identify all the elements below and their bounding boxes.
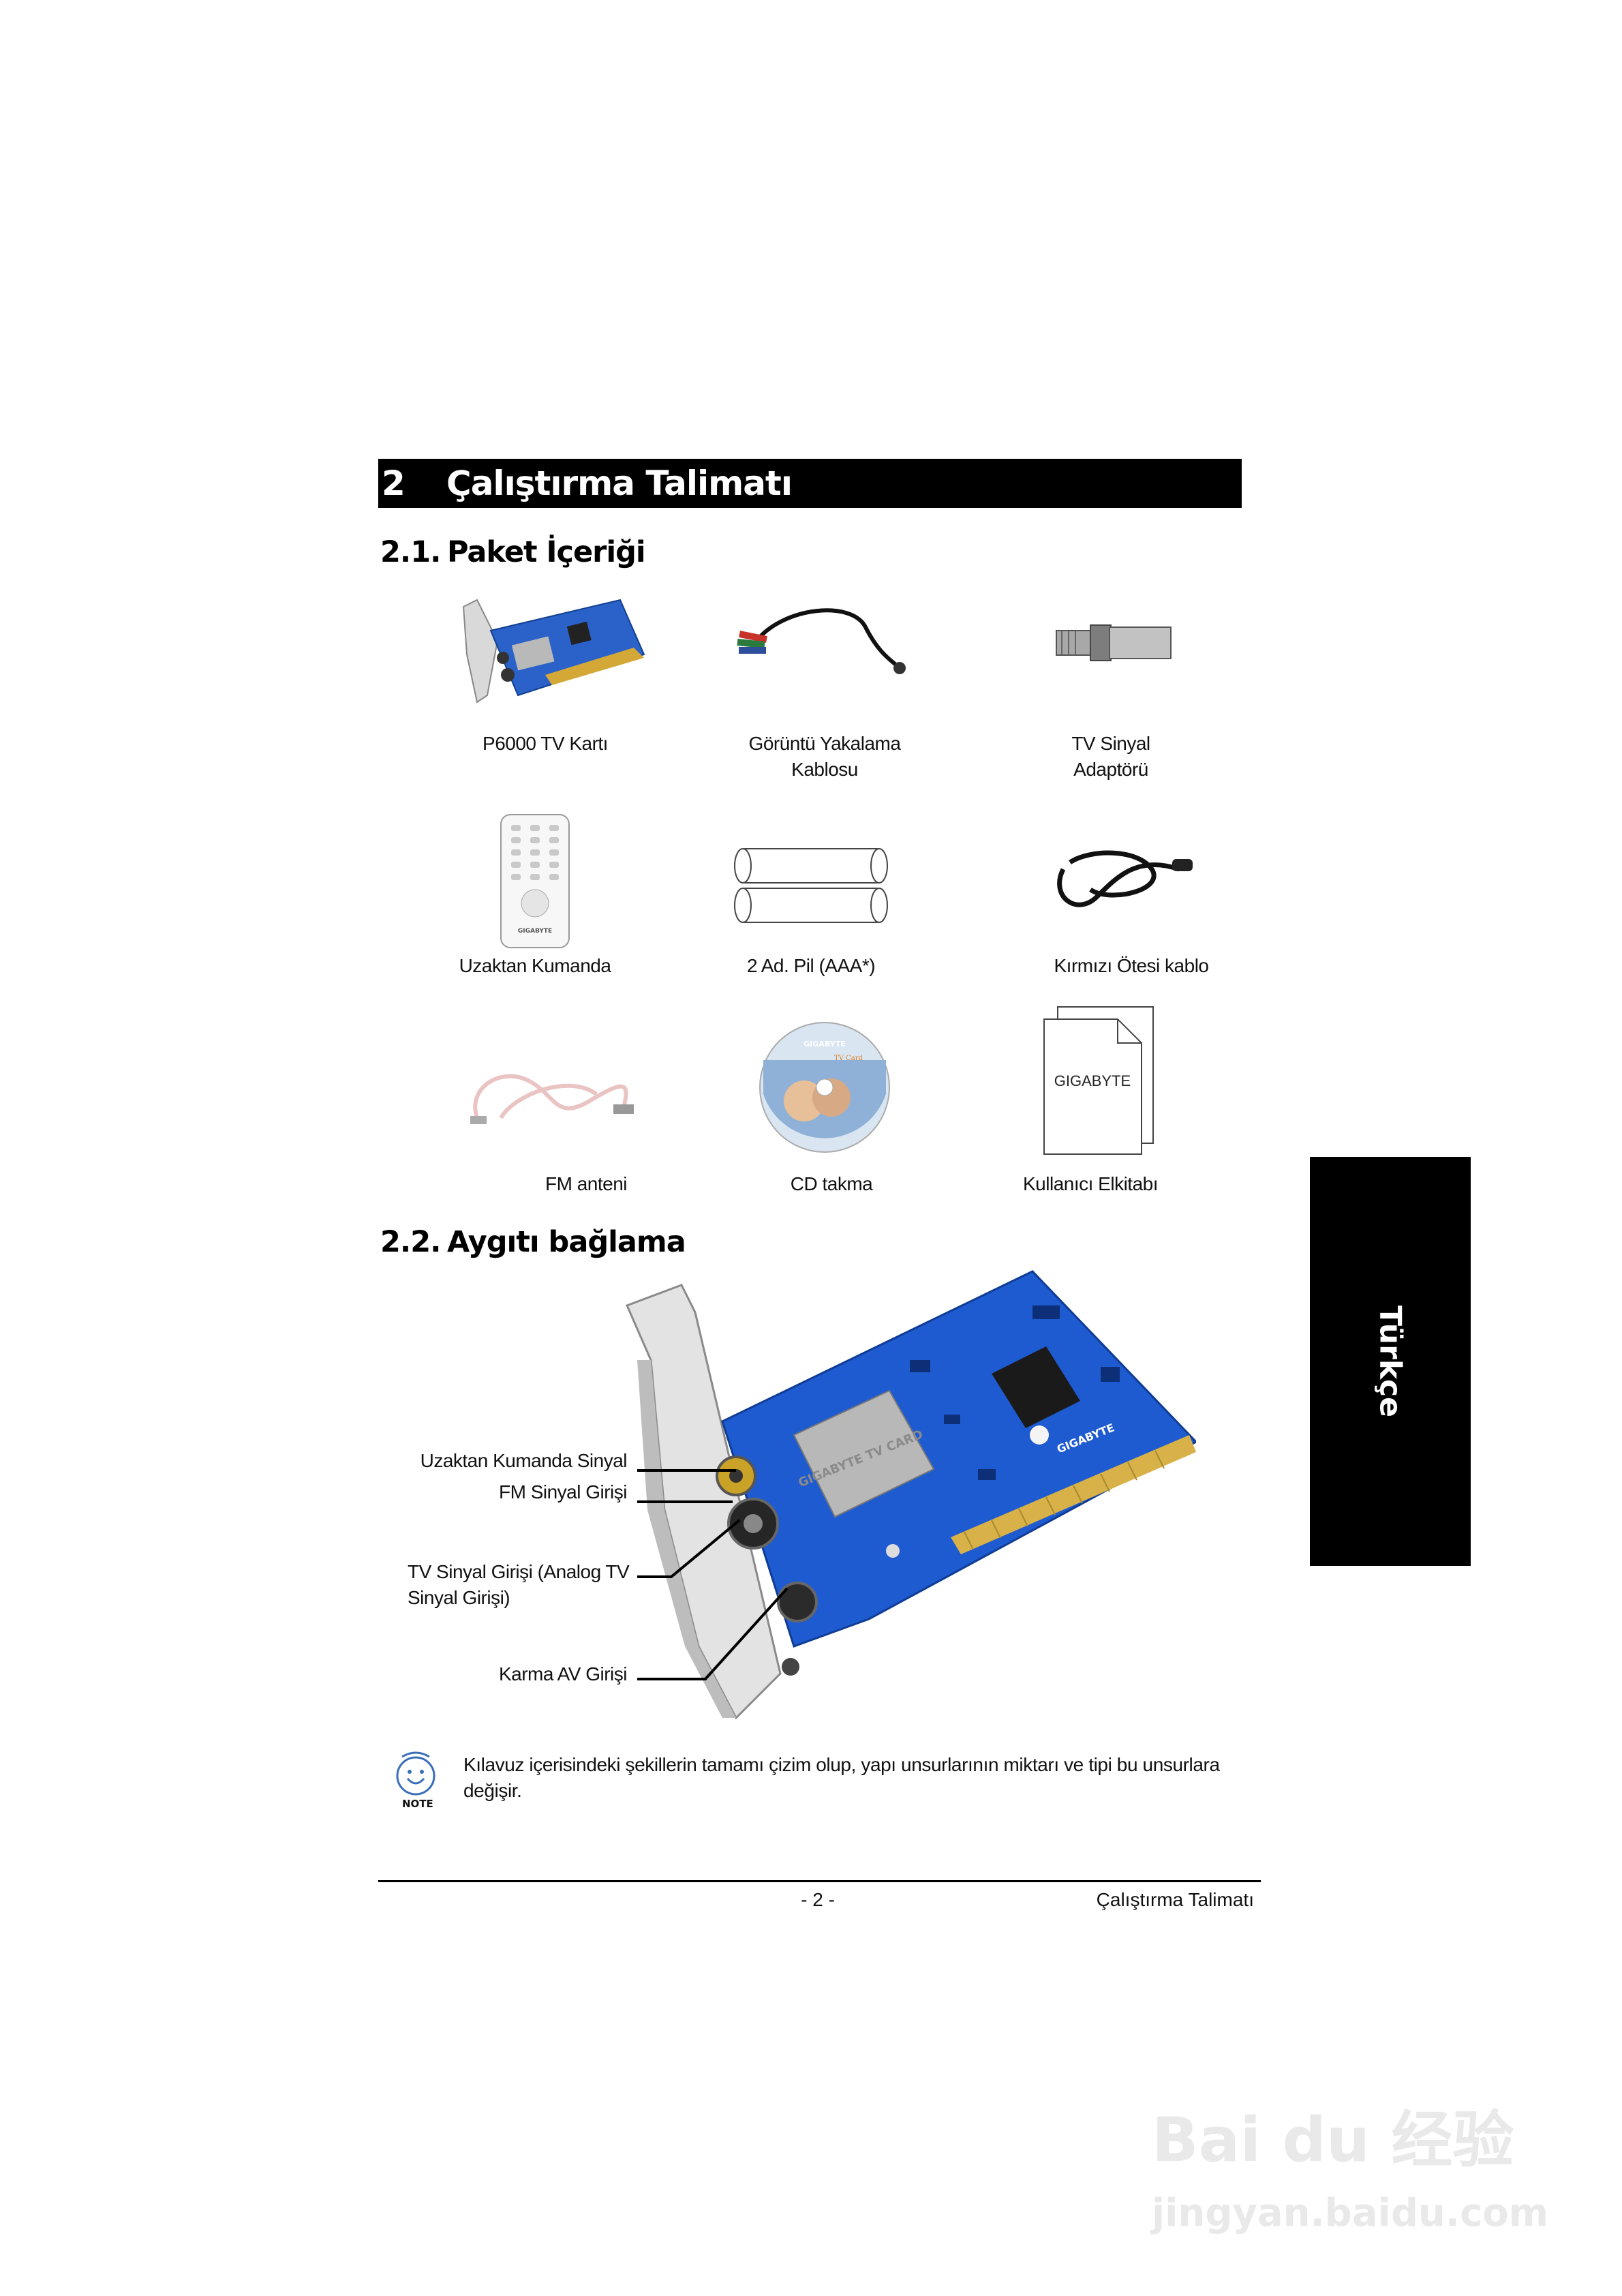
section-package-contents: 2.1. Paket İçeriği: [380, 535, 994, 573]
section-device-connection: 2.2. Aygıtı bağlama: [380, 1225, 994, 1263]
manual-brand: GIGABYTE: [1054, 1072, 1131, 1089]
batteries-image: [734, 848, 888, 923]
cd-image: GIGABYTE TV Card: [759, 1022, 890, 1153]
language-side-tab: Türkçe: [1310, 1157, 1471, 1566]
connector-label-ir: Uzaktan Kumanda Sinyal: [420, 1450, 628, 1471]
ir-cable-image: [1057, 850, 1193, 907]
page-number: - 2 -: [801, 1889, 835, 1910]
cd-title: TV Card: [834, 1055, 863, 1062]
tv-card-image: [462, 599, 645, 704]
item-caption: FM anteni: [545, 1173, 628, 1194]
chapter-number: 2: [382, 464, 406, 503]
remote-control-image: GIGABYTE: [500, 814, 570, 948]
connector-label-fm: FM Sinyal Girişi: [498, 1481, 628, 1502]
remote-brand: GIGABYTE: [518, 928, 552, 935]
footer-title: Çalıştırma Talimatı: [1096, 1889, 1254, 1910]
capture-cable-image: [737, 608, 906, 674]
connector-label-av: Karma AV Girişi: [498, 1663, 628, 1685]
item-caption: Kırmızı Ötesi kablo: [1054, 955, 1209, 976]
leader-lines: [637, 1469, 789, 1680]
note-icon: NOTE: [396, 1751, 435, 1810]
section-number: 2.1.: [380, 535, 442, 569]
watermark-logo: Bai du 经验: [1152, 2104, 1514, 2176]
tv-card-connection-image: GIGABYTE TV CARD GIGABYTE: [625, 1270, 1196, 1720]
note-text: Kılavuz içerisindeki şekillerin tamamı ç…: [463, 1754, 1220, 1801]
watermark-url: jingyan.baidu.com: [1152, 2191, 1549, 2235]
footer-divider: [378, 1880, 1261, 1882]
language-label: Türkçe: [1373, 1305, 1408, 1418]
item-caption: Uzaktan Kumanda: [459, 955, 611, 976]
section-title: Paket İçeriği: [447, 535, 646, 569]
item-caption: Kullanıcı Elkitabı: [1023, 1173, 1159, 1194]
item-caption: 2 Ad. Pil (AAA*): [746, 955, 876, 976]
fm-antenna-image: [470, 1074, 634, 1124]
item-caption: CD takma: [790, 1173, 873, 1194]
note-icon-label: NOTE: [402, 1798, 433, 1810]
connector-label-tv: TV Sinyal Girişi (Analog TV Sinyal Giriş…: [408, 1561, 630, 1608]
tv-adapter-image: [1056, 624, 1172, 661]
section-title: Aygıtı bağlama: [447, 1225, 686, 1259]
cd-brand: GIGABYTE: [804, 1040, 845, 1048]
user-manual-image: GIGABYTE: [1043, 1006, 1154, 1155]
item-caption: P6000 TV Kartı: [483, 733, 608, 754]
chapter-header: 2 Çalıştırma Talimatı: [378, 459, 1242, 508]
section-number: 2.2.: [380, 1225, 442, 1259]
chapter-title: Çalıştırma Talimatı: [446, 464, 793, 503]
